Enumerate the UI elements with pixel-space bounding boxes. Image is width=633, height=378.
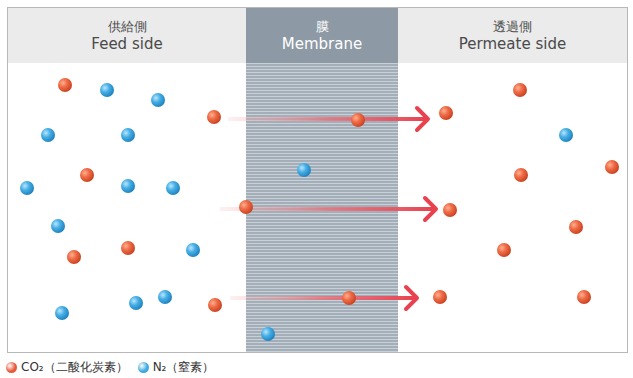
co2-molecule [433,290,447,304]
membrane-column: 膜Membrane [246,8,398,352]
co2-molecule [514,168,528,182]
side-column: 透過側Permeate side [398,8,627,352]
header-band [8,8,627,63]
n2-molecule [121,179,135,193]
co2-molecule [605,160,619,174]
co2-molecule [439,106,453,120]
co2-molecule [497,243,511,257]
flow-arrow-shaft [228,117,426,121]
flow-arrows [220,108,436,309]
frame [8,8,628,353]
co2-molecule [443,203,457,217]
legend: CO₂（二酸化炭素） N₂（窒素） [6,358,224,376]
n2-molecule [51,219,65,233]
n2-molecule [297,163,311,177]
n2-molecule [151,93,165,107]
co2-molecule [207,110,221,124]
heading-english: Membrane [282,35,362,54]
heading-japanese: 膜 [316,18,329,35]
n2-molecule [41,128,55,142]
legend-text: N₂（窒素） [153,359,215,376]
n2-molecule [559,128,573,142]
n2-molecule [186,243,200,257]
co2-molecule [67,250,81,264]
legend-swatch [138,362,149,373]
co2-molecules [58,78,619,312]
co2-molecule [208,298,222,312]
co2-molecule [513,83,527,97]
co2-molecule [80,168,94,182]
column-heading: 供給側Feed side [8,8,246,63]
column-heading: 透過側Permeate side [398,8,627,63]
legend-swatch [6,362,17,373]
n2-molecule [166,181,180,195]
co2-molecule [569,220,583,234]
n2-molecule [129,296,143,310]
flow-arrow-head [417,108,428,130]
n2-molecule [20,181,34,195]
side-column: 供給側Feed side [8,8,246,352]
n2-molecule [121,128,135,142]
heading-japanese: 供給側 [108,18,147,35]
flow-arrow-head [406,287,417,309]
co2-molecule [58,78,72,92]
heading-english: Feed side [91,35,162,54]
n2-molecule [261,327,275,341]
legend-text: CO₂（二酸化炭素） [21,359,128,376]
membrane-header [246,8,398,63]
legend-item: N₂（窒素） [138,359,215,376]
column-heading: 膜Membrane [246,8,398,63]
co2-molecule [121,241,135,255]
co2-molecule [351,113,365,127]
n2-molecule [100,83,114,97]
flow-arrow-head [425,198,436,220]
molecules [20,83,573,341]
co2-molecule [342,291,356,305]
flow-arrow-shaft [230,296,415,300]
heading-japanese: 透過側 [493,18,532,35]
heading-english: Permeate side [459,35,566,54]
n2-molecule [158,290,172,304]
membrane-band [246,8,398,352]
co2-molecule [239,200,253,214]
co2-molecule [577,290,591,304]
n2-molecule [55,306,69,320]
legend-item: CO₂（二酸化炭素） [6,359,128,376]
